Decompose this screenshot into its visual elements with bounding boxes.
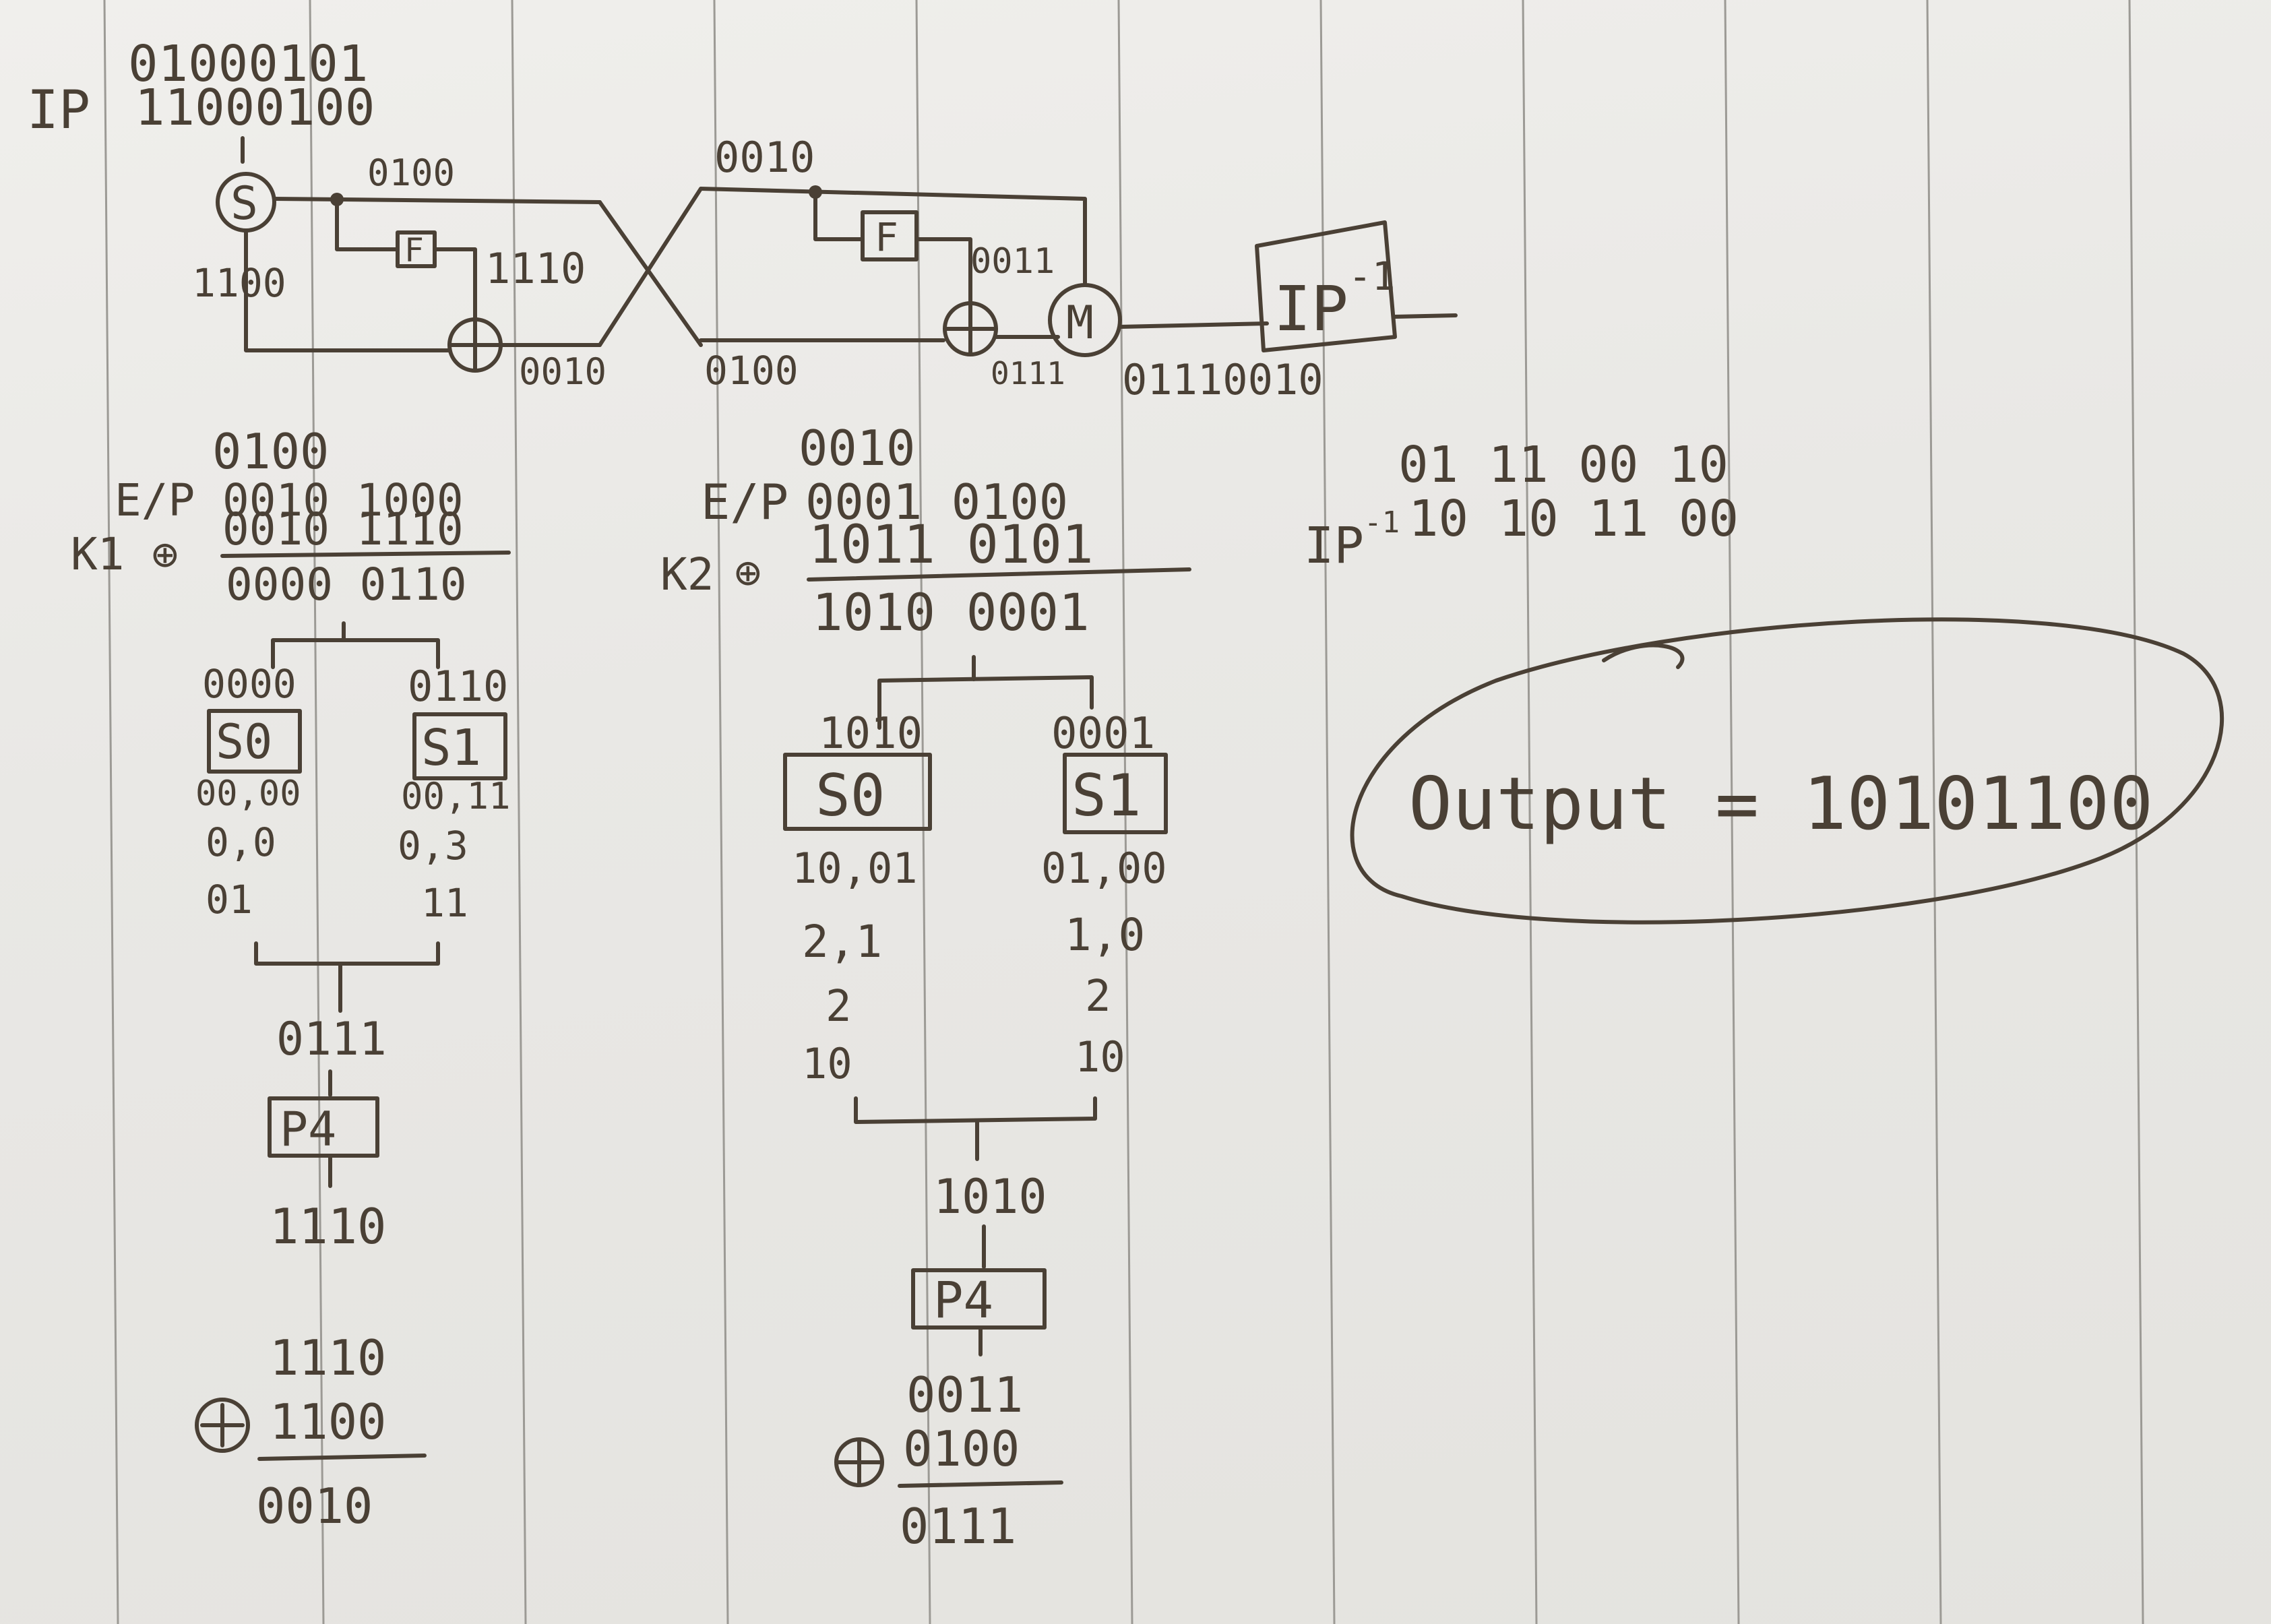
r1-key-label: K1 [71, 528, 124, 580]
r2-input: 0010 [799, 420, 915, 476]
final-output-label: Output = 10101100 [1408, 762, 2153, 846]
r2-ep-value: 0001 0100 [805, 474, 1068, 530]
ip-input-bottom: 11000100 [135, 79, 375, 137]
r2-result: 1010 0001 [812, 582, 1090, 642]
s-right-value: 0100 [367, 152, 455, 194]
final-output: 10 10 11 00 [1408, 490, 1739, 548]
r2-key-label: K2 [660, 549, 714, 600]
f1-label: F [404, 232, 424, 270]
r1-xor-b: 1100 [270, 1394, 386, 1450]
r2-s1-label: S1 [1071, 762, 1142, 830]
r1-xor-result: 0010 [256, 1478, 373, 1534]
r2-s1-pairs: 01,00 [1041, 844, 1167, 893]
r2-ep-label: E/P [701, 474, 788, 530]
f1-output: 1110 [485, 244, 586, 293]
r1-s1-box [412, 712, 507, 780]
r2-combined: 1010 [933, 1169, 1047, 1224]
r2-right-half: 0001 [1051, 709, 1155, 759]
xor2-output: 0111 [991, 355, 1065, 392]
r1-xor-a: 1110 [270, 1330, 386, 1386]
r2-s0-box [783, 753, 932, 831]
cross-top-value: 0010 [714, 133, 815, 182]
r2-xor-symbol: ⊕ [735, 546, 761, 598]
r1-s0-label: S0 [216, 714, 272, 770]
merge-label: M [1066, 296, 1094, 350]
r1-xor-circle [195, 1398, 250, 1453]
r2-s0-label: S0 [815, 762, 885, 830]
ip-inverse-box-label: IP-1 [1274, 253, 1396, 345]
xor1-output: 0010 [519, 350, 606, 393]
r1-s0-index: 0,0 [206, 819, 276, 865]
final-ip-inverse-label: IP-1 [1304, 505, 1400, 575]
r2-s1-value: 2 [1085, 972, 1111, 1022]
ellipse-overlap-stroke [1602, 643, 1685, 669]
r2-key-value: 1011 0101 [809, 515, 1094, 575]
r2-s0-out: 10 [802, 1039, 852, 1088]
r1-left-half: 0000 [202, 661, 297, 707]
merge-node [1048, 283, 1122, 357]
r2-p4-label: P4 [933, 1272, 993, 1330]
r1-s1-pairs: 00,11 [401, 775, 511, 817]
r1-p4-box [268, 1096, 379, 1158]
final-permutation-work: IP-1 01 11 00 10 10 10 11 00 Output = 10… [1304, 436, 2225, 925]
r2-xor-b: 0100 [903, 1420, 1020, 1477]
r2-left-half: 1010 [819, 709, 923, 759]
r1-p4-out: 1110 [270, 1198, 386, 1255]
r1-combined: 0111 [276, 1013, 387, 1066]
ruled-lines [103, 0, 2144, 1624]
s-left-value: 1100 [192, 260, 286, 306]
final-input: 01 11 00 10 [1398, 436, 1729, 494]
r1-ep-value: 0010 1000 [222, 474, 464, 526]
r1-right-half: 0110 [408, 662, 508, 711]
r1-ep-label: E/P [115, 474, 195, 526]
r2-s0-pairs: 10,01 [792, 844, 918, 893]
r1-s0-out: 01 [206, 877, 253, 923]
r1-key-value: 0010 1110 [222, 503, 464, 555]
r2-p4-out: 0011 [906, 1367, 1023, 1423]
r1-xor-symbol: ⊕ [152, 528, 179, 580]
round-1-work: 0100 E/P 0010 1000 K1 ⊕ 0010 1110 0000 0… [71, 423, 511, 1534]
f2-output: 0011 [970, 241, 1055, 282]
f2-label: F [875, 214, 898, 260]
ip-label: IP [27, 80, 90, 141]
r1-s1-label: S1 [421, 719, 481, 777]
r1-s0-pairs: 00,00 [195, 774, 301, 814]
ip-input-top: 01000101 [128, 35, 368, 93]
des-flow-diagram: IP 01000101 11000100 S 1100 0100 F 1110 … [27, 35, 1458, 404]
r2-s0-index: 2,1 [802, 916, 882, 968]
round-2-work: 0010 E/P 0001 0100 K2 ⊕ 1011 0101 1010 0… [660, 420, 1191, 1555]
r1-result: 0000 0110 [226, 559, 467, 611]
ip-inverse-box [1255, 220, 1397, 352]
r1-s1-out: 11 [421, 880, 468, 926]
r1-s0-box [207, 709, 302, 774]
r2-s1-out: 10 [1075, 1032, 1125, 1082]
merge-output: 01110010 [1122, 355, 1324, 404]
r2-s1-index: 1,0 [1065, 909, 1145, 961]
r2-s0-value: 2 [826, 982, 852, 1032]
r2-xor-result: 0111 [900, 1498, 1016, 1555]
output-ellipse [1350, 617, 2225, 925]
r1-s1-index: 0,3 [398, 823, 468, 869]
cross-bottom-value: 0100 [704, 348, 799, 394]
f2-box [861, 210, 919, 261]
r2-s1-box [1063, 753, 1168, 834]
r1-input: 0100 [212, 423, 329, 480]
r1-p4-label: P4 [280, 1102, 336, 1157]
s-node-label: S [230, 177, 258, 230]
